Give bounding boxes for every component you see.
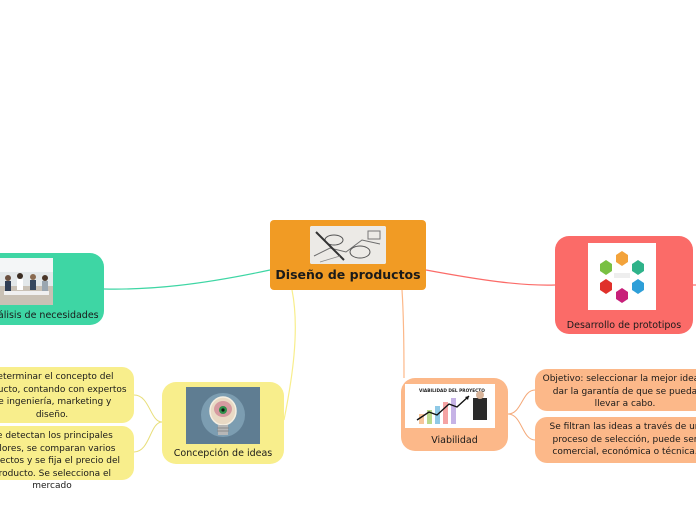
connector-ideas-leaf2 [133, 421, 163, 453]
leaf-viability-filter[interactable]: Se filtran las ideas a través de un proc… [535, 417, 696, 463]
meeting-image [0, 258, 53, 305]
connector-ideas-leaf1 [133, 394, 163, 423]
product-sketch-image [310, 226, 386, 264]
process-hexagon-image [588, 243, 656, 310]
node-prototype-development[interactable]: Desarrollo de prototipos [555, 236, 693, 334]
leaf-idea-concept[interactable]: Determinar el concepto del producto, con… [0, 367, 134, 423]
connector-ideas [283, 289, 296, 421]
node-idea-conception[interactable]: Concepción de ideas [162, 382, 284, 464]
viability-label: Viabilidad [431, 435, 478, 446]
viability-chart-image: VIABILIDAD DEL PROYECTO [405, 384, 495, 428]
connector-prototypes [425, 269, 556, 286]
node-viability[interactable]: VIABILIDAD DEL PROYECTO Viabilidad [401, 378, 508, 451]
connector-viab-leaf4 [507, 413, 536, 441]
connector-needs [103, 269, 271, 290]
prototypes-label: Desarrollo de prototipos [566, 320, 682, 331]
connector-viability [401, 289, 405, 379]
ideas-label: Concepción de ideas [173, 448, 273, 459]
connector-viab-leaf3 [507, 389, 536, 415]
needs-label: Análisis de necesidades [0, 310, 99, 321]
central-title: Diseño de productos [275, 267, 421, 282]
central-topic[interactable]: Diseño de productos [270, 220, 426, 290]
viability-image-caption: VIABILIDAD DEL PROYECTO [419, 388, 485, 394]
leaf-idea-values[interactable]: Se detectan los principales valores, se … [0, 426, 134, 491]
lightbulb-brain-image [186, 387, 260, 444]
leaf-viability-objective[interactable]: Objetivo: seleccionar la mejor idea y da… [535, 369, 696, 411]
node-needs-analysis[interactable]: Análisis de necesidades [0, 253, 104, 325]
